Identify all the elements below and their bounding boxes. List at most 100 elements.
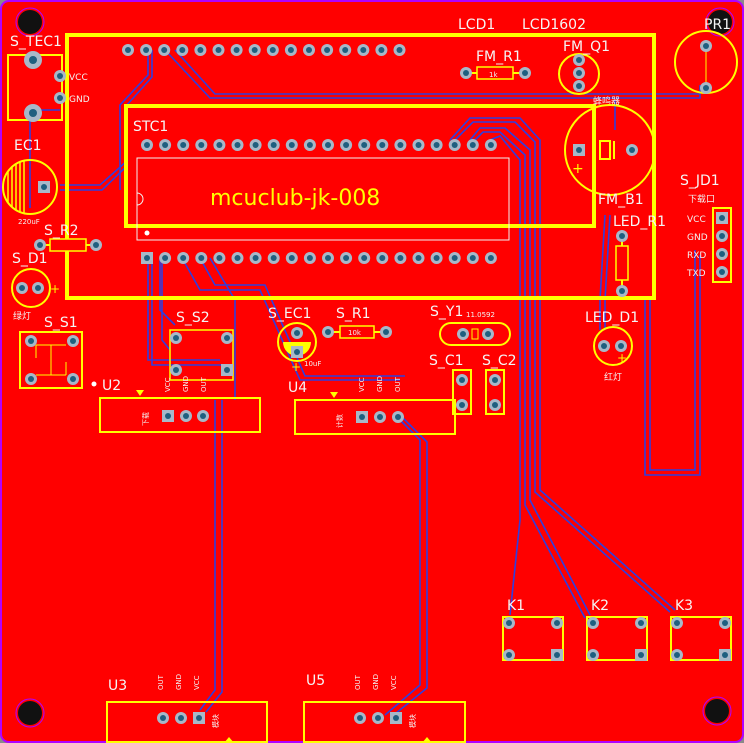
pin-pad (484, 252, 497, 264)
s-ec1-label: S_EC1 (268, 306, 311, 322)
jd-txd-label: TXD (686, 269, 706, 279)
k1 (502, 616, 564, 661)
svg-text:+: + (50, 282, 60, 296)
pin-pad (195, 252, 208, 264)
s-ec1-value: 10uF (304, 360, 321, 368)
jd-rxd-label: RXD (687, 251, 706, 261)
s-jd1 (712, 207, 732, 283)
pin-pad (230, 44, 243, 56)
pin-pad (394, 252, 407, 264)
pin-pad (303, 44, 315, 56)
lcd1-outline (65, 33, 656, 300)
fm-q1 (558, 53, 600, 95)
s-s2-label: S_S2 (176, 310, 210, 326)
u2-gnd-label: GND (182, 376, 190, 392)
pin-pad (303, 139, 316, 151)
s-c2-label: S_C2 (482, 353, 517, 369)
k1-label: K1 (507, 598, 525, 614)
pin-pad (393, 44, 406, 56)
tec-vcc-label: VCC (69, 73, 88, 83)
s-s2 (169, 329, 234, 381)
s-s1-label: S_S1 (44, 315, 78, 331)
u5 (303, 701, 466, 743)
u5-name-label: 模块 (408, 714, 417, 728)
s-tec1 (7, 51, 66, 122)
pin-pad (285, 252, 298, 264)
u3-gnd-label: GND (175, 674, 183, 690)
mcu-notch (136, 192, 144, 206)
green-led-label: 绿灯 (13, 310, 31, 322)
led-d1-label: LED_D1 (585, 310, 639, 326)
u5-gnd-label: GND (372, 674, 380, 690)
buzzer-label: 蜂鸣器 (593, 95, 620, 107)
pin-pad (376, 252, 389, 264)
u2-name-label: 下载 (141, 412, 150, 426)
u4-gnd-label: GND (376, 376, 384, 392)
u3-vcc-label: VCC (193, 675, 201, 690)
pin-pad (358, 139, 371, 151)
s-c1-label: S_C1 (429, 353, 464, 369)
pin-pad (194, 44, 207, 56)
pin-pad (177, 252, 190, 264)
pin-pad (357, 44, 370, 56)
pin-pad (285, 139, 298, 151)
pin-pad (266, 44, 279, 56)
stc1-outline (124, 104, 596, 228)
u3-label: U3 (108, 678, 127, 694)
pin-pad (448, 252, 461, 264)
lcd1-label: LCD1 (458, 17, 495, 33)
svg-text:+: + (572, 161, 584, 177)
tec-gnd-label: GND (69, 95, 90, 105)
pin-pad (249, 252, 262, 264)
s-jd1-label: S_JD1 (680, 173, 720, 189)
pin-pad (195, 139, 208, 151)
ec1-label: EC1 (14, 138, 42, 154)
u3-out-label: OUT (157, 674, 165, 690)
fm-r1-label: FM_R1 (476, 49, 522, 65)
pin-pad (213, 252, 226, 264)
u4-out-label: OUT (394, 376, 402, 392)
u3 (106, 701, 268, 743)
led-r1 (615, 230, 629, 297)
u4-vcc-label: VCC (358, 377, 366, 392)
fm-r1-value: 1k (489, 71, 498, 79)
u4-name-label: 计数 (335, 414, 344, 428)
pin-pad (159, 139, 172, 151)
pin-pad (340, 252, 353, 264)
pin-pad (448, 139, 461, 151)
pin-pad (159, 252, 172, 264)
u2-vcc-label: VCC (164, 377, 172, 392)
pin-pad (376, 139, 389, 151)
pin-pad (322, 139, 334, 151)
pin1-marker (144, 230, 150, 236)
s-r1-label: S_R1 (336, 306, 371, 322)
pin-pad (267, 139, 280, 151)
pin-pad (158, 44, 171, 56)
svg-text:+: + (617, 351, 627, 365)
s-y1-value: 11.0592 (466, 311, 495, 319)
stc1-label: STC1 (133, 119, 168, 135)
pin-pad (303, 252, 316, 264)
pin-pad (213, 139, 226, 151)
u5-out-label: OUT (354, 674, 362, 690)
s-d1: + (11, 268, 60, 308)
k2-label: K2 (591, 598, 609, 614)
s-y1-label: S_Y1 (430, 304, 463, 320)
pin-pad (212, 44, 225, 56)
mcu-chip-outline (136, 157, 510, 241)
fm-b1: + (564, 104, 656, 196)
pin-pad (267, 252, 280, 264)
jd-gnd-label: GND (687, 233, 708, 243)
s-c1 (452, 369, 472, 415)
pin-pad (412, 139, 425, 151)
mounting-holes (15, 7, 735, 728)
s-c2 (485, 369, 505, 415)
s-tec1-label: S_TEC1 (10, 34, 62, 50)
fm-r1 (460, 66, 531, 80)
pin-pad (322, 252, 334, 264)
pr1 (674, 30, 738, 94)
led-r1-label: LED_R1 (613, 214, 666, 230)
